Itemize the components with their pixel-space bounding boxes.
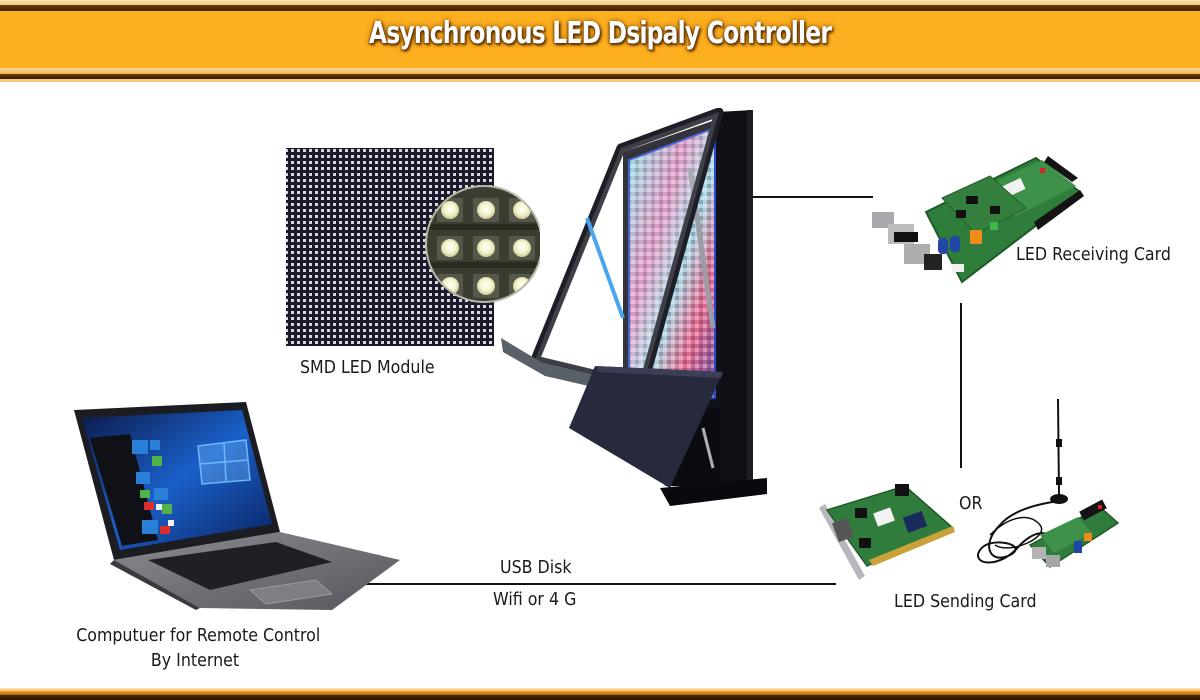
page-title: Asynchronous LED Dsipaly Controller: [368, 16, 832, 51]
banner-top-highlight: [0, 0, 1200, 5]
computer-label-line2: By Internet: [150, 650, 240, 671]
connector-receiving-to-sending: [960, 303, 962, 468]
footer-dark-strip: [0, 695, 1200, 700]
banner-bottom-border: [0, 74, 1200, 79]
banner-background: [0, 11, 1200, 68]
footer-border: [0, 688, 1200, 700]
footer-highlight: [0, 688, 1200, 691]
led-display-cabinet-image: [495, 107, 770, 533]
connection-label-wifi-4g: Wifi or 4 G: [493, 589, 577, 610]
connection-label-usb-disk: USB Disk: [500, 557, 572, 578]
banner-bottom-highlight: [0, 68, 1200, 74]
smd-led-module-image: [284, 148, 543, 348]
or-alternative-label: OR: [959, 493, 983, 514]
connector-display-to-receiving: [752, 196, 873, 198]
led-receiving-card-image: [866, 152, 1086, 292]
led-receiving-card-label: LED Receiving Card: [1016, 244, 1171, 265]
laptop-computer-image: [70, 400, 400, 610]
led-sending-card-pci-image: [815, 480, 965, 580]
smd-led-module-label: SMD LED Module: [300, 357, 435, 378]
footer-orange-strip: [0, 691, 1200, 695]
title-banner: Asynchronous LED Dsipaly Controller: [0, 0, 1200, 82]
computer-label-line1: Computuer for Remote Control: [76, 625, 321, 646]
banner-bottom-edge: [0, 79, 1200, 82]
led-sending-card-wireless-image: [970, 395, 1120, 585]
led-sending-card-label: LED Sending Card: [894, 591, 1037, 612]
banner-top-border: [0, 5, 1200, 11]
connector-computer-to-sending: [352, 583, 836, 585]
